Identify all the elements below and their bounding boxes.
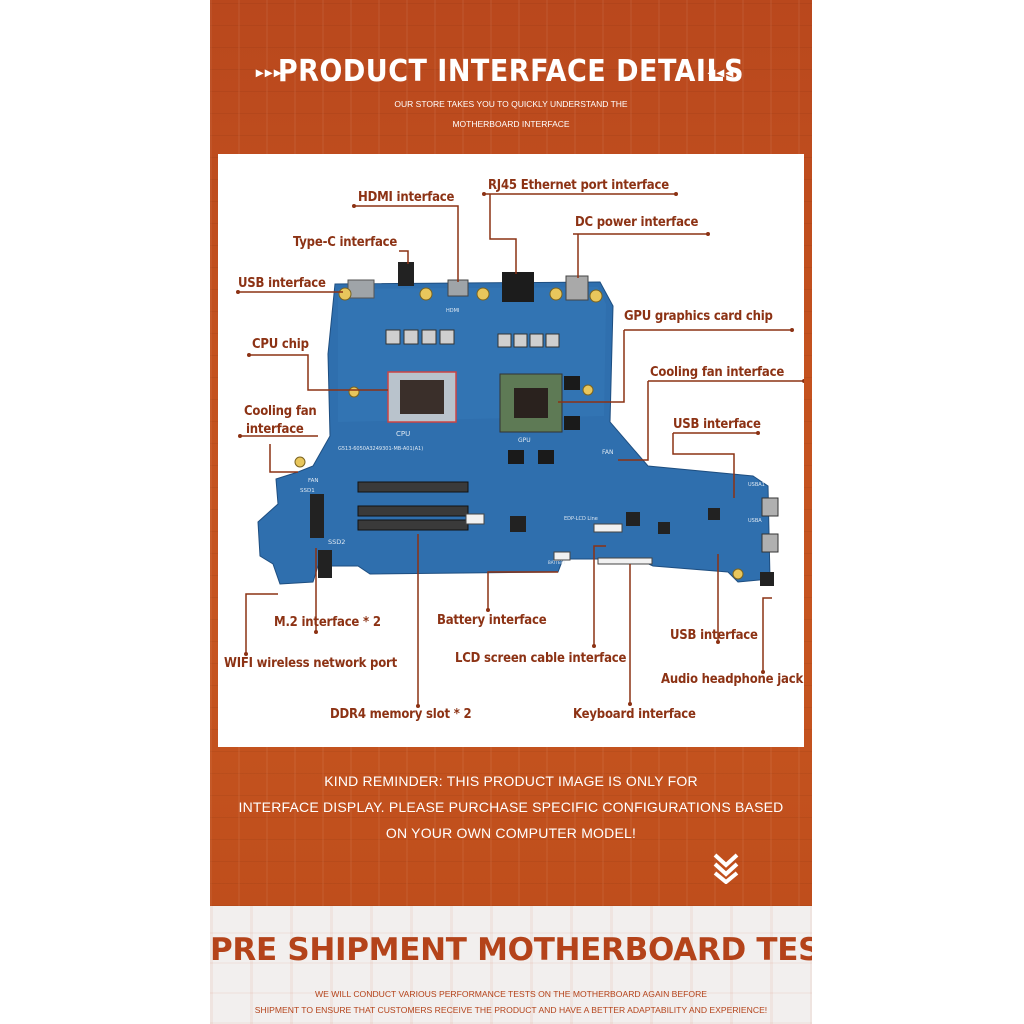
silk-model: G513-6050A3249301-MB-A01(A1) bbox=[338, 446, 423, 452]
testing-background bbox=[210, 906, 812, 1024]
silk-hdmi: HDMI bbox=[446, 308, 459, 314]
label-cpu-chip: CPU chip bbox=[252, 337, 309, 352]
label-ddr4: DDR4 memory slot * 2 bbox=[330, 707, 472, 722]
silk-usba1: USBA1 bbox=[748, 482, 765, 488]
label-battery: Battery interface bbox=[437, 613, 547, 628]
silk-ssd1: SSD1 bbox=[300, 488, 315, 494]
keyboard-connector bbox=[597, 557, 653, 565]
subtitle-line-2: MOTHERBOARD INTERFACE bbox=[452, 119, 570, 129]
silk-ssd2: SSD2 bbox=[328, 538, 345, 546]
label-hdmi: HDMI interface bbox=[358, 190, 455, 205]
label-cooling-fan-right: Cooling fan interface bbox=[650, 365, 785, 380]
usb-port-top bbox=[347, 279, 375, 299]
label-dc-power: DC power interface bbox=[575, 215, 699, 230]
m2-slot-1 bbox=[310, 494, 324, 538]
silk-battery: BATTERY bbox=[548, 560, 566, 565]
subtitle: OUR STORE TAKES YOU TO QUICKLY UNDERSTAN… bbox=[360, 94, 662, 134]
label-m2: M.2 interface * 2 bbox=[274, 615, 381, 630]
testing-title: PRE SHIPMENT MOTHERBOARD TESTING bbox=[210, 932, 812, 968]
cpu-die bbox=[400, 380, 444, 414]
m2-slot-2 bbox=[318, 550, 332, 578]
label-wifi: WIFI wireless network port bbox=[224, 656, 397, 671]
rj45-port bbox=[502, 272, 534, 302]
label-usb-bottom: USB interface bbox=[670, 628, 758, 643]
label-cooling-fan-left-2: interface bbox=[246, 422, 304, 437]
label-rj45: RJ45 Ethernet port interface bbox=[488, 178, 669, 193]
reminder-line-3: ON YOUR OWN COMPUTER MODEL! bbox=[385, 825, 637, 841]
label-usb-right: USB interface bbox=[673, 417, 761, 432]
dc-power-port bbox=[565, 275, 589, 301]
silk-edp: EDP-LCD Line bbox=[564, 516, 598, 522]
reminder-line-2: INTERFACE DISPLAY. PLEASE PURCHASE SPECI… bbox=[238, 799, 784, 815]
chevron-down-icon bbox=[713, 853, 739, 884]
right-arrows-icon: ◂◂◂ bbox=[708, 64, 736, 80]
label-type-c: Type-C interface bbox=[293, 235, 398, 250]
motherboard-diagram: CPU GPU FAN FAN SSD1 SSD2 USBA1 USBA EDP… bbox=[236, 192, 804, 708]
label-lcd: LCD screen cable interface bbox=[455, 651, 627, 666]
left-arrows-icon: ▸▸▸ bbox=[256, 64, 284, 80]
usb-port-right-1 bbox=[761, 497, 779, 517]
right-margin bbox=[812, 0, 1024, 1024]
testing-line-2: SHIPMENT TO ENSURE THAT CUSTOMERS RECEIV… bbox=[254, 1005, 768, 1015]
leader-lines bbox=[238, 193, 804, 706]
label-audio: Audio headphone jack bbox=[661, 672, 804, 687]
testing-section: PRE SHIPMENT MOTHERBOARD TESTING WE WILL… bbox=[210, 906, 812, 1024]
label-keyboard: Keyboard interface bbox=[573, 707, 696, 722]
silk-usba2: USBA bbox=[748, 518, 762, 524]
label-usb-top: USB interface bbox=[238, 276, 326, 291]
reminder-line-1: KIND REMINDER: THIS PRODUCT IMAGE IS ONL… bbox=[324, 773, 698, 789]
audio-jack bbox=[760, 572, 774, 586]
usb-port-right-2 bbox=[761, 533, 779, 553]
page-title: PRODUCT INTERFACE DETAILS bbox=[277, 54, 745, 89]
type-c-port bbox=[398, 262, 414, 286]
kind-reminder: KIND REMINDER: THIS PRODUCT IMAGE IS ONL… bbox=[210, 768, 812, 846]
testing-description: WE WILL CONDUCT VARIOUS PERFORMANCE TEST… bbox=[210, 986, 812, 1018]
hdmi-port bbox=[447, 279, 469, 297]
testing-line-1: WE WILL CONDUCT VARIOUS PERFORMANCE TEST… bbox=[314, 989, 708, 999]
label-cooling-fan-left-1: Cooling fan bbox=[244, 404, 317, 419]
silk-cpu: CPU bbox=[396, 430, 410, 438]
left-margin bbox=[0, 0, 210, 1024]
silk-fan-left: FAN bbox=[308, 478, 319, 484]
battery-connector bbox=[553, 551, 571, 561]
lcd-connector bbox=[593, 523, 623, 533]
subtitle-line-1: OUR STORE TAKES YOU TO QUICKLY UNDERSTAN… bbox=[394, 99, 628, 109]
silk-fan-right: FAN bbox=[602, 449, 614, 456]
motherboard-panel: CPU GPU FAN FAN SSD1 SSD2 USBA1 USBA EDP… bbox=[218, 154, 804, 747]
gpu-die bbox=[514, 388, 548, 418]
silk-gpu: GPU bbox=[518, 437, 531, 444]
label-gpu-chip: GPU graphics card chip bbox=[624, 309, 773, 324]
